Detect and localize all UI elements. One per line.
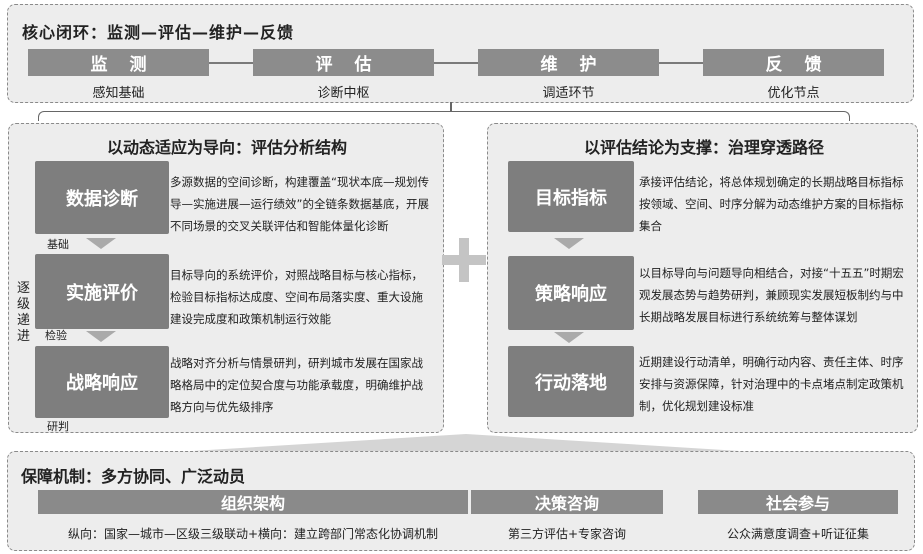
step-implementation-evaluation: 实施评价: [35, 254, 169, 329]
group-organization: 组织架构: [38, 490, 468, 514]
step-data-diagnosis-text: 多源数据的空间诊断，构建覆盖“现状本底—规划传导—实施进展—运行绩效”的全链条数…: [170, 175, 429, 233]
evaluation-structure-panel: 以动态适应为导向：评估分析结构 逐级递进 数据诊断 多源数据的空间诊断，构建覆盖…: [8, 123, 444, 433]
step-target-indicators-text: 承接评估结论，将总体规划确定的长期战略目标指标按领域、空间、时序分解为动态维护方…: [639, 175, 904, 233]
branch-bracket: [38, 111, 850, 121]
down-arrow: [86, 238, 116, 249]
down-arrow: [554, 332, 584, 343]
progressive-side-label: 逐级递进: [17, 281, 31, 344]
loop-step-feedback: 反 馈: [703, 49, 884, 76]
step-strategy-response-text: 以目标导向与问题导向相结合，对接“十五五”时期宏观发展态势与趋势研判，兼顾现实发…: [639, 266, 904, 324]
support-mechanism-title: 保障机制：多方协同、广泛动员: [21, 467, 246, 486]
step-target-indicators: 目标指标: [508, 161, 634, 232]
group-public-participation-sub: 公众满意度调查+听证征集: [726, 527, 870, 541]
loop-step-maintain: 维 护: [478, 49, 659, 76]
step-strategy-response: 策略响应: [508, 256, 634, 330]
tag-check: 检验: [45, 329, 67, 342]
tag-judge: 研判: [47, 420, 69, 433]
loop-step-maintain-sub: 调适环节: [542, 86, 595, 101]
core-loop-title: 核心闭环：监测—评估—维护—反馈: [22, 23, 295, 42]
group-decision-consulting: 决策咨询: [471, 490, 663, 514]
down-arrow: [86, 331, 116, 342]
step-implementation-evaluation-text: 目标导向的系统评价，对照战略目标与核心指标，检验目标指标达成度、空间布局落实度、…: [170, 268, 423, 326]
loop-step-monitor: 监 测: [28, 49, 209, 76]
loop-connector-line: [120, 62, 820, 64]
step-strategic-response-text: 战略对齐分析与情景研判，研判城市发展在国家战略格局中的定位契合度与功能承载度，明…: [170, 356, 423, 414]
step-action-implementation: 行动落地: [508, 346, 634, 417]
loop-step-monitor-sub: 感知基础: [92, 86, 145, 101]
loop-step-evaluate: 评 估: [253, 49, 434, 76]
plus-icon: [442, 255, 486, 265]
support-mechanism-panel: 保障机制：多方协同、广泛动员 组织架构 纵向：国家—城市—区级三级联动+横向：建…: [7, 451, 915, 551]
loop-step-feedback-sub: 优化节点: [767, 86, 820, 101]
step-strategic-response: 战略响应: [35, 346, 169, 418]
support-triangle: [176, 434, 756, 452]
group-public-participation: 社会参与: [698, 490, 898, 514]
bracket-notch: [450, 102, 452, 111]
group-organization-sub: 纵向：国家—城市—区级三级联动+横向：建立跨部门常态化协调机制: [67, 527, 439, 541]
step-action-implementation-text: 近期建设行动清单，明确行动内容、责任主体、时序安排与资源保障，针对治理中的卡点堵…: [639, 355, 904, 413]
tag-basis: 基础: [47, 238, 69, 251]
step-data-diagnosis: 数据诊断: [35, 161, 169, 234]
governance-path-title: 以评估结论为支撑：治理穿透路径: [584, 138, 825, 157]
governance-path-panel: 以评估结论为支撑：治理穿透路径 目标指标 承接评估结论，将总体规划确定的长期战略…: [487, 123, 918, 433]
evaluation-structure-title: 以动态适应为导向：评估分析结构: [107, 138, 348, 157]
down-arrow: [554, 238, 584, 249]
group-decision-consulting-sub: 第三方评估+专家咨询: [507, 527, 627, 541]
loop-step-evaluate-sub: 诊断中枢: [317, 86, 370, 101]
